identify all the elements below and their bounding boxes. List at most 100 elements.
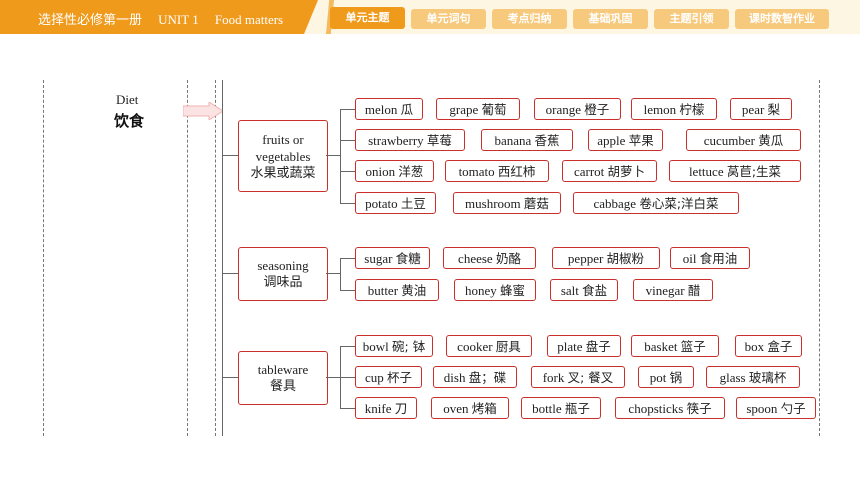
connector-line (340, 258, 355, 259)
vocab-en: tomato (458, 164, 495, 179)
connector-line (326, 155, 340, 156)
tab-6[interactable]: 课时数智作业 (735, 9, 829, 29)
vocab-cn: 食用油 (699, 251, 738, 266)
vocab-item: pear 梨 (730, 98, 792, 120)
vocab-en: orange (545, 102, 582, 117)
vocab-cn: 厨具 (495, 339, 521, 354)
vocab-cn: 筷子 (686, 401, 712, 416)
tab-2[interactable]: 单元词句 (411, 9, 486, 29)
vocab-item: oil 食用油 (670, 247, 750, 269)
vocab-item: orange 橙子 (534, 98, 621, 120)
vocab-en: onion (365, 164, 396, 179)
vocab-item: oven 烤箱 (431, 397, 509, 419)
vocab-cn: 玻璃杯 (748, 370, 787, 385)
vocab-item: chopsticks 筷子 (615, 397, 725, 419)
vocab-item: carrot 胡萝卜 (562, 160, 657, 182)
connector-line (340, 346, 355, 347)
vocab-en: apple (597, 133, 626, 148)
vocab-cn: 刀 (394, 401, 408, 416)
vocab-en: plate (557, 339, 583, 354)
vocab-item: bowl 碗; 钵 (355, 335, 433, 357)
vocab-en: glass (719, 370, 746, 385)
category-label-cn: 调味品 (263, 275, 303, 290)
vocab-en: strawberry (368, 133, 424, 148)
vocab-item: tomato 西红柿 (445, 160, 549, 182)
vocab-cn: 瓶子 (564, 401, 590, 416)
connector-line (340, 203, 355, 204)
vocab-en: oil (682, 251, 697, 266)
vocab-en: pear (741, 102, 765, 117)
connector-line (326, 377, 340, 378)
vocab-en: banana (494, 133, 532, 148)
vocab-en: vinegar (645, 283, 685, 298)
vocab-item: cucumber 黄瓜 (686, 129, 801, 151)
vocab-item: lettuce 莴苣;生菜 (669, 160, 801, 182)
connector-line (222, 377, 238, 378)
vocab-en: honey (464, 283, 497, 298)
vocab-en: cup (364, 370, 384, 385)
category-label-cn: 餐具 (269, 379, 296, 394)
vocab-cn: 葡萄 (481, 102, 507, 117)
category-label-cn: 水果或蔬菜 (250, 165, 316, 181)
tab-3[interactable]: 考点归纳 (492, 9, 567, 29)
arrow-right-icon (183, 102, 223, 120)
vocab-cn: 蜂蜜 (500, 283, 526, 298)
vocab-en: basket (644, 339, 678, 354)
vocab-item: mushroom 蘑菇 (453, 192, 561, 214)
vocab-cn: 莴苣;生菜 (726, 164, 782, 179)
category-box: seasoning 调味品 (238, 247, 328, 301)
vocab-en: box (744, 339, 765, 354)
root-label-cn: 饮食 (114, 112, 145, 130)
vocab-cn: 碗; 钵 (392, 339, 426, 354)
vocab-en: salt (560, 283, 579, 298)
vocab-en: melon (364, 102, 398, 117)
category-label-en: seasoning (257, 258, 309, 273)
inner-dashed-guide (215, 80, 216, 436)
title-topic: Food matters (214, 12, 284, 27)
mid-dashed-guide (187, 80, 188, 436)
vocab-item: potato 土豆 (355, 192, 436, 214)
vocab-en: lemon (643, 102, 677, 117)
connector-line (340, 377, 355, 378)
vocab-cn: 勺子 (780, 401, 806, 416)
vocab-en: bowl (362, 339, 389, 354)
vocab-cn: 黄瓜 (758, 133, 784, 148)
connector-line (340, 408, 355, 409)
tab-1[interactable]: 单元主题 (330, 7, 405, 29)
vocab-en: pepper (567, 251, 604, 266)
vocab-item: glass 玻璃杯 (706, 366, 800, 388)
vocab-item: apple 苹果 (588, 129, 663, 151)
vocab-cn: 橙子 (584, 102, 610, 117)
vocab-cn: 盘；碟 (468, 370, 507, 385)
book-title: 选择性必修第一册 UNIT 1 Food matters (38, 9, 283, 28)
vocab-cn: 西红柿 (497, 164, 536, 179)
connector-line (222, 273, 238, 274)
vocab-en: spoon (746, 401, 778, 416)
vocab-cn: 篮子 (680, 339, 706, 354)
vocab-item: fork 叉; 餐叉 (531, 366, 625, 388)
vocab-cn: 土豆 (400, 196, 426, 211)
vocab-en: cucumber (703, 133, 755, 148)
vocab-item: strawberry 草莓 (355, 129, 465, 151)
vocab-item: dish 盘；碟 (433, 366, 517, 388)
vocab-cn: 蘑菇 (523, 196, 549, 211)
vocab-cn: 叉; 餐叉 (567, 370, 614, 385)
vocab-cn: 盘子 (585, 339, 611, 354)
vocab-cn: 胡萝卜 (607, 164, 646, 179)
trunk-line (222, 80, 223, 436)
vocab-item: vinegar 醋 (633, 279, 713, 301)
vocab-cn: 梨 (767, 102, 781, 117)
vocab-en: cheese (458, 251, 493, 266)
vocab-item: knife 刀 (355, 397, 417, 419)
vocab-item: basket 篮子 (631, 335, 719, 357)
vocab-en: chopsticks (628, 401, 684, 416)
right-dashed-guide (819, 80, 820, 436)
vocab-item: salt 食盐 (550, 279, 618, 301)
vocab-item: butter 黄油 (355, 279, 439, 301)
vocab-cn: 洋葱 (398, 164, 424, 179)
vocab-cn: 醋 (687, 283, 701, 298)
tab-5[interactable]: 主题引领 (654, 9, 729, 29)
tab-4[interactable]: 基础巩固 (573, 9, 648, 29)
